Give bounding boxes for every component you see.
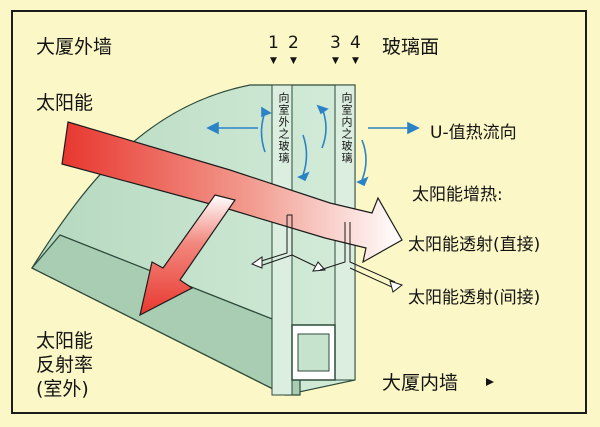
spacer-inner (297, 333, 330, 372)
outer-pane-text: 向室外之玻璃 (277, 92, 290, 164)
surface-number-2: 2 (288, 33, 299, 53)
building-exterior-wall-label: 大厦外墙 (36, 36, 113, 58)
u-arrow-left-head (206, 121, 219, 135)
surface-marker-4-icon: ▼ (352, 56, 359, 66)
absorbed-branch-outer-2 (257, 215, 288, 263)
diagram-frame (11, 10, 587, 414)
solar-transmission-indirect-label: 太阳能透射(间接) (408, 288, 541, 308)
u-curve-2-head (297, 171, 310, 182)
u-value-flow-label: U-值热流向 (430, 123, 517, 143)
indirect-branch-right (349, 222, 396, 283)
absorbed-arrowhead-in (312, 261, 327, 272)
u-curve-1-head (261, 106, 272, 118)
solar-energy-arrow (61, 121, 403, 264)
indirect-arrowhead (389, 280, 404, 293)
surface-number-4: 4 (350, 33, 361, 53)
solar-transmission-direct-label: 太阳能透射(直接) (408, 235, 541, 255)
wall-dashed-line (31, 267, 286, 396)
u-curve-3-head (316, 104, 329, 115)
u-value-arrows (206, 104, 420, 187)
surface-marker-3-icon: ▼ (332, 56, 339, 66)
inner-pane-text: 向室内之玻璃 (340, 92, 353, 164)
surface-marker-2-icon: ▼ (290, 56, 297, 66)
solar-reflectance-label-line1: 太阳能 (36, 330, 94, 352)
solar-reflectance-label-line3: (室外) (36, 378, 89, 400)
absorbed-branch-in (291, 254, 316, 267)
indirect-branch-right-2 (349, 267, 395, 289)
u-curve-2 (302, 134, 308, 176)
solar-reflectance-arrow (139, 194, 236, 317)
u-arrow-right-head (407, 121, 420, 135)
surface-marker-1-icon: ▼ (270, 56, 277, 66)
building-interior-wall-label: 大厦内墙 (382, 372, 459, 394)
glass-surface-label: 玻璃面 (382, 36, 440, 58)
solar-reflectance-label-line2: 反射率 (36, 354, 94, 376)
u-curve-4 (361, 139, 367, 181)
surface-number-1: 1 (268, 33, 279, 53)
solar-heat-gain-label: 太阳能增热: (412, 185, 503, 205)
indirect-branch-left (319, 222, 346, 271)
surface-number-3: 3 (330, 33, 341, 53)
solar-energy-label: 太阳能 (36, 92, 94, 114)
absorbed-arrowhead-out (250, 256, 263, 269)
interior-pointer-icon (486, 378, 494, 386)
absorbed-branch-outer (259, 214, 293, 267)
u-curve-4-head (356, 176, 369, 187)
